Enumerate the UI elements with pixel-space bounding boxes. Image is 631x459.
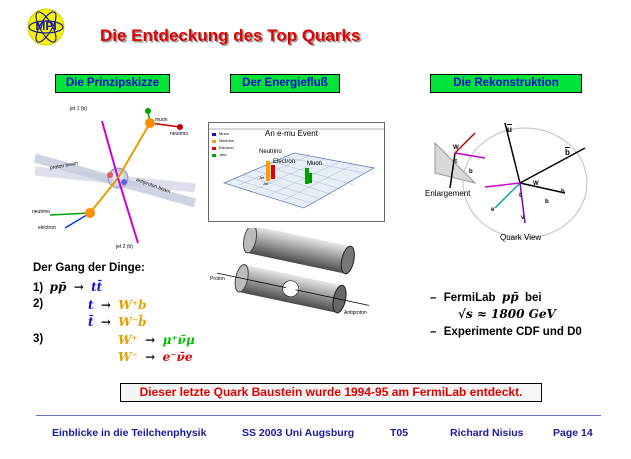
logo-text: MPI [35,19,57,33]
sketch-neutrino-left-label: neutrino [32,209,51,215]
detector-proton-label: Proton [210,276,225,282]
gang-row-5: W⁻ → e⁻ν̄e [118,350,193,364]
sketch-jet2-label: jet 2 (b) [116,244,133,250]
page-title: Die Entdeckung des Top Quarks [100,26,361,45]
gang-row-1-arrow: → [73,280,84,294]
footer-course: Einblicke in die Teilchenphysik [52,427,207,439]
discovery-banner: Dieser letzte Quark Baustein wurde 1994-… [120,383,542,402]
gang-row-5-rhs: e⁻ν̄e [162,350,193,364]
annot-jet-1: Jet [259,175,265,180]
energy-flow-plot: An e-mu Event Muon Neutrino Electron Jet… [208,122,385,222]
sketch-jet1-label: jet 1 (b) [70,106,87,112]
fermilab-energy: √s ≈ 1800 GeV [458,307,556,321]
fermilab-name: FermiLab [443,292,496,304]
sketch-muon-label: muon [155,117,168,123]
gang-row-1: 1) pp̄ → tt̄ [33,280,102,294]
annot-electron: Electron [273,159,296,165]
annot-jet-2: Jet [263,181,269,186]
reco-small-b3: b [561,189,565,195]
legend-jets: Jets [219,152,227,157]
legend-electron: Electron [219,145,234,150]
gang-row-3-arrow: → [100,315,111,329]
detector-figure: Proton Antiproton [208,224,383,328]
reco-small-t2: t [519,193,521,199]
legend-muon: Muon [219,131,230,136]
reco-small-b2: b [545,199,549,205]
reco-label-b: b [565,148,570,157]
gang-row-3: t̄ → W⁻b̄ [88,315,147,329]
reco-small-b1: b [469,169,473,175]
gang-row-4: W⁺ → μ⁺ν̄μ [118,333,195,347]
gang-row-1-rhs: tt̄ [91,280,103,294]
detector-antiproton-label: Antiproton [344,310,367,316]
label-rekonstruktion: Die Rekonstruktion [430,74,582,93]
footer-semester: SS 2003 Uni Augsburg [242,427,355,439]
gang-row-2-lhs: t [88,298,94,312]
gang-row-4-num: 3) [33,333,44,345]
gang-row-2: t → W⁺b [88,298,147,312]
gang-row-2-num: 2) [33,298,44,310]
reco-small-w2: W [533,181,539,187]
reco-quark-view: Quark View [500,233,542,242]
annot-muon: Muon [307,161,323,167]
reco-small-w1: W [453,145,459,151]
fermilab-ppbar: pp̄ [501,290,519,304]
gang-heading: Der Gang der Dinge: [33,262,145,274]
reco-label-u: u [507,125,512,134]
mpi-logo: MPI [26,7,66,47]
gang-row-2-rhs: W⁺b [118,298,147,312]
label-energiefluss: Der Energiefluß [230,74,340,93]
fermilab-line-3: – Experimente CDF und D0 [430,324,582,338]
gang-row-1-num: 1) [33,282,44,294]
footer-code: T05 [390,427,409,439]
fermilab-experiments: Experimente CDF und D0 [443,326,582,338]
fermilab-dash-1: – [430,292,437,304]
reconstruction-figure: u b Enlargement Quark View W t b t b W e… [425,103,595,248]
footer-page: Page 14 [553,427,593,439]
gang-row-4-arrow: → [145,333,156,347]
reco-enlargement: Enlargement [425,189,471,198]
gang-row-2-arrow: → [100,298,111,312]
gang-row-3-rhs: W⁻b̄ [118,315,147,329]
legend-neutrino: Neutrino [219,138,235,143]
annot-neutrino: Neutrino [259,149,282,155]
reco-small-nu: ν [521,215,525,221]
sketch-electron-label: electron [38,225,56,231]
gang-row-5-arrow: → [145,350,156,364]
footer-author: Richard Nisius [450,427,524,439]
gang-row-4-rhs: μ⁺ν̄μ [162,333,195,347]
footer-divider [36,415,601,416]
fermilab-line-1: – FermiLab pp̄ bei [430,290,542,304]
gang-row-5-lhs: W⁻ [118,350,138,364]
sketch-neutrino-top-label: neutrino [170,131,189,137]
fermilab-dash-3: – [430,326,437,338]
reco-small-e: e [491,207,495,213]
atom-icon [27,8,65,46]
sketch-figure: jet 1 (b) muon neutrino proton beam anti… [30,103,200,253]
gang-row-4-lhs: W⁺ [118,333,138,347]
label-prinzipskizze: Die Prinzipskizze [55,74,170,93]
gang-row-3-lhs: t̄ [88,315,94,329]
reco-small-t1: t [455,159,457,165]
gang-row-1-lhs: pp̄ [49,280,67,294]
fermilab-bei: bei [524,292,542,304]
energy-plot-title: An e-mu Event [265,129,318,138]
